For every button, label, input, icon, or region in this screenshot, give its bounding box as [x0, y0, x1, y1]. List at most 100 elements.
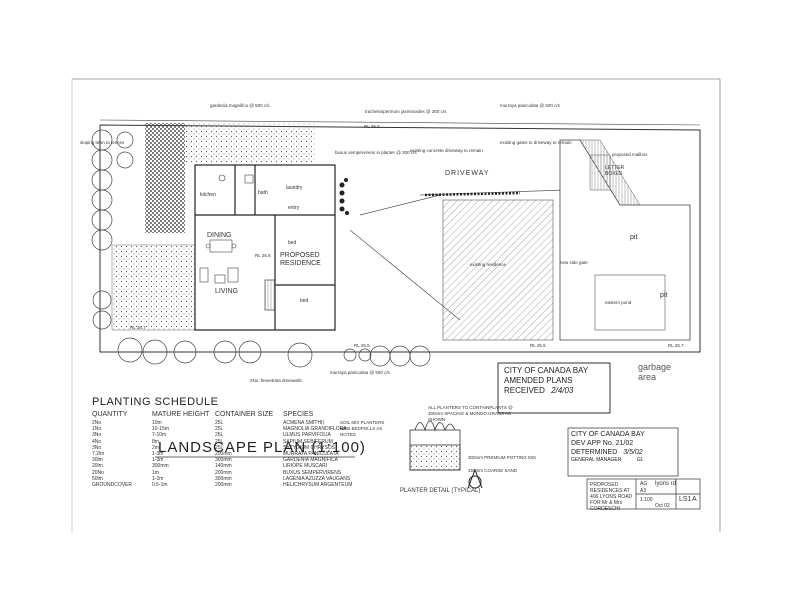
label-garbage-area: garbage area [638, 362, 672, 382]
room-label-kitchen: kitchen [200, 192, 216, 198]
room-label-laundry: laundry [286, 185, 303, 191]
stamp-amended: AMENDED PLANS [504, 376, 573, 385]
schedule-cell: GROUNDCOVER [92, 482, 133, 489]
existing-residence-hatch [442, 199, 554, 341]
schedule-cell: 25L [215, 426, 224, 433]
schedule-cell: 25L [215, 438, 224, 445]
schedule-cell: ACMENA SMITHII [283, 420, 324, 426]
planter-detail-label: PLANTER DETAIL (TYPICAL) [400, 488, 481, 494]
schedule-cell: 25L [215, 432, 224, 439]
planter-note: 150mm COARSE SAND [468, 468, 518, 473]
column-header: SPECIES [283, 411, 314, 418]
schedule-cell: 140mm [215, 463, 232, 470]
schedule-cell: 3No [92, 432, 102, 439]
room-label-bed-2: bed [300, 298, 309, 304]
room-label-bath: bath [258, 190, 268, 196]
room-label-dining: DINING [207, 232, 232, 239]
schedule-cell: 1-3m [152, 457, 164, 464]
title-block-project: PROPOSED RESIDENCES AT 406 LYONS ROAD FO… [590, 482, 633, 512]
level-tag: RL 26.7 [130, 325, 146, 330]
column-header: QUANTITY [92, 411, 128, 418]
schedule-cell: SYZYGIUM CHRYSOS [283, 444, 336, 451]
schedule-cell: LAGENIA AZUZZA VAUGANS [283, 475, 351, 482]
schedule-cell: 50lm [92, 475, 103, 482]
annotation: gardenia magnifica @ 500 c/s [210, 103, 270, 108]
schedule-cell: 300mm [215, 457, 232, 464]
annotation: 2No. fenestrata drivewalls [250, 378, 302, 383]
stamp-received: RECEIVED [504, 386, 545, 395]
schedule-cell: 0.5-1m [152, 482, 168, 489]
title-block-firm: lyons rd [655, 481, 677, 487]
stamp-received-row: RECEIVED 2/4/03 [504, 386, 604, 396]
annotation: trachelospermum jasminoides @ 300 c/s [365, 109, 447, 114]
schedule-cell: 20No [92, 469, 104, 476]
schedule-cell: 7.2lm [92, 451, 105, 458]
schedule-cell: 300mm [152, 463, 169, 470]
schedule-cell: GARDENIA MAGNIFICA [283, 457, 339, 464]
schedule-cell: 300mm [215, 475, 232, 482]
approval-determined-row: DETERMINED 3/5/02 [571, 448, 676, 457]
schedule-cell: 1-3m [152, 451, 164, 458]
schedule-cell: 30lm [92, 457, 103, 464]
planting-schedule-heading: PLANTING SCHEDULE [92, 396, 219, 408]
furniture [199, 174, 254, 284]
planter-note: 300mm PREMIUM POTTING MIX [468, 455, 537, 460]
title-block-sheet: LS1 [679, 496, 692, 503]
schedule-cell: 8m [152, 438, 159, 445]
annotation: buxus sempervirens in planter @ 300 c/s [335, 150, 417, 155]
annotation: murraya paniculata @ 500 c/s [500, 103, 560, 108]
hedge-strip [145, 123, 185, 233]
proposed-residence-building [194, 164, 336, 331]
amended-plans-stamp-frame [497, 362, 611, 414]
column-header: CONTAINER SIZE [215, 411, 274, 418]
schedule-cell: 10m [152, 420, 162, 426]
schedule-cell: 1No [92, 426, 102, 433]
annotation: existing residence [470, 262, 507, 267]
title-block-drawn: AG [640, 481, 648, 487]
schedule-cell: HELICHRYSUM ARGENTEUM [283, 482, 353, 489]
schedule-cell: 4No [92, 438, 102, 445]
schedule-cell: 7-10m [152, 432, 167, 439]
room-label-bed-1: bed [288, 240, 297, 246]
schedule-cell: LIRIOPE MUSCARI [283, 463, 328, 470]
schedule-cell: MAGNOLIA GRANDIFLORA [283, 426, 347, 433]
drawing-title: LANDSCAPE PLAN (1:100) [158, 439, 366, 456]
schedule-cell: 10-15m [152, 426, 169, 433]
approval-stamp-frame [567, 427, 679, 477]
schedule-col-height: MATURE HEIGHT 10m 10-15m 7-10m 8m 2m 1-3… [152, 410, 209, 488]
schedule-cell: 200mm [215, 482, 232, 489]
annotation: existing concrete driveway to remain [410, 148, 483, 153]
schedule-cell: 200mm [215, 451, 232, 458]
schedule-col-container: CONTAINER SIZE 25L 25L 25L 25L 25L 200mm… [215, 410, 273, 488]
title-block-date: Oct 02 [655, 503, 670, 509]
approval-manager: GENERAL MANAGER [571, 457, 622, 463]
buxus-planter-hedge [339, 178, 349, 215]
approval-stamp: CITY OF CANADA BAY DEV APP No. 21/02 DET… [571, 430, 676, 464]
approval-initials: GL [636, 457, 644, 463]
approval-date: 3/5/02 [623, 449, 643, 456]
level-tag: RL 25.0 [364, 124, 380, 129]
schedule-cell: 1m [152, 469, 159, 476]
label-pit-1: pit [630, 234, 638, 241]
title-block-size: A3 [640, 488, 647, 494]
schedule-cell: ULMUS PARVIFOLIA [283, 432, 331, 439]
column-header: MATURE HEIGHT [152, 411, 210, 418]
schedule-cell: 20lm [92, 463, 103, 470]
planter-note: ALL PLANTERS TO CONTAINPLANTS @ 300mm SP… [428, 405, 513, 422]
schedule-cell: 3No [92, 444, 102, 451]
amended-plans-stamp: CITY OF CANADA BAY AMENDED PLANS RECEIVE… [500, 364, 608, 411]
schedule-cell: 2m [152, 444, 159, 451]
title-block-frame [586, 478, 701, 510]
schedule-cell: 25L [215, 444, 224, 451]
schedule-cell: SAPIUM SEBIFERUM [283, 438, 333, 445]
annotation: proposed mailbox [612, 152, 648, 157]
label-letter-boxes: LETTER BOXES [605, 165, 625, 177]
label-driveway: DRIVEWAY [445, 170, 490, 177]
title-block-rev: A [692, 496, 697, 503]
annotation: sloping lawn to fences [80, 140, 125, 145]
schedule-col-species: SPECIES ACMENA SMITHII MAGNOLIA GRANDIFL… [283, 410, 352, 488]
label-pit-2: pit [660, 292, 668, 299]
annotation: new side gate [560, 260, 588, 265]
approval-manager-row: GENERAL MANAGER GL [571, 457, 676, 464]
